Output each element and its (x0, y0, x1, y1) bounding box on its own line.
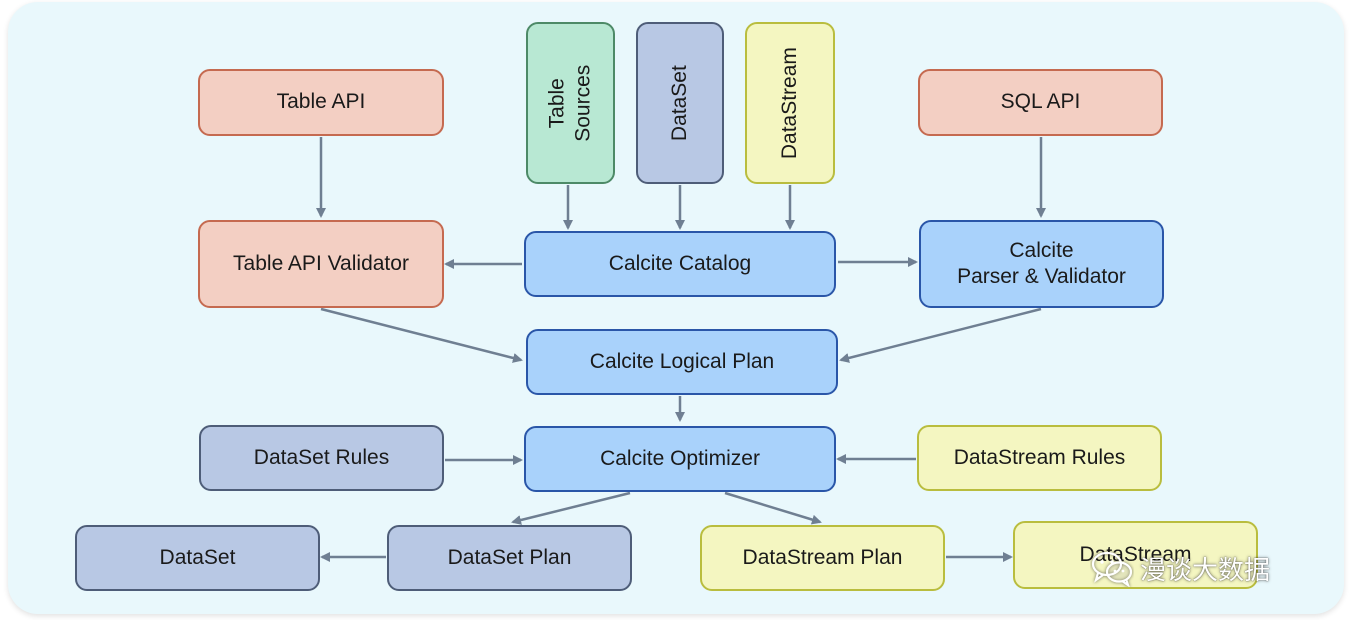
calcite-optimizer-node: Calcite Optimizer (524, 426, 836, 492)
watermark: 漫谈大数据 (1090, 543, 1270, 593)
dataset-source-label: DataSet (667, 65, 691, 141)
table-api-label: Table API (276, 90, 366, 114)
calcite-logical-plan-node: Calcite Logical Plan (526, 329, 838, 395)
calcite-catalog-label: Calcite Catalog (608, 251, 752, 275)
datastream-plan-label: DataStream Plan (742, 545, 903, 569)
dataset-rules-node: DataSet Rules (199, 425, 444, 491)
datastream-rules-label: DataStream Rules (953, 445, 1126, 469)
dataset-plan-label: DataSet Plan (447, 545, 572, 569)
table-api-validator-label: Table API Validator (233, 251, 409, 275)
datastream-source-node: DataStream (745, 22, 835, 184)
table-api-validator-node: Table API Validator (198, 220, 444, 308)
datastream-source-label: DataStream (777, 46, 801, 160)
dataset-plan-node: DataSet Plan (387, 525, 632, 591)
wechat-logo-icon (1091, 551, 1133, 587)
dataset-rules-label: DataSet Rules (253, 445, 390, 469)
table-sources-node: Table Sources (526, 22, 615, 184)
table-sources-label: Table Sources (545, 64, 595, 142)
calcite-catalog-node: Calcite Catalog (524, 231, 836, 297)
dataset-source-node: DataSet (636, 22, 724, 184)
calcite-parser-line2: Parser & Validator (957, 265, 1126, 288)
datastream-output-node: DataStream (1013, 521, 1258, 589)
dataset-output-node: DataSet (75, 525, 320, 591)
sql-api-label: SQL API (1000, 90, 1081, 114)
datastream-plan-node: DataStream Plan (700, 525, 945, 591)
datastream-output-label: DataStream (1079, 542, 1192, 566)
calcite-optimizer-label: Calcite Optimizer (600, 446, 760, 470)
table-api-node: Table API (198, 69, 444, 136)
calcite-parser-validator-node: Calcite Parser & Validator (919, 220, 1164, 308)
watermark-text: 漫谈大数据 (1140, 555, 1271, 586)
dataset-output-label: DataSet (159, 545, 236, 569)
sql-api-node: SQL API (918, 69, 1163, 136)
calcite-parser-line1: Calcite (1009, 238, 1074, 262)
calcite-logical-plan-label: Calcite Logical Plan (589, 349, 775, 373)
datastream-rules-node: DataStream Rules (917, 425, 1162, 491)
